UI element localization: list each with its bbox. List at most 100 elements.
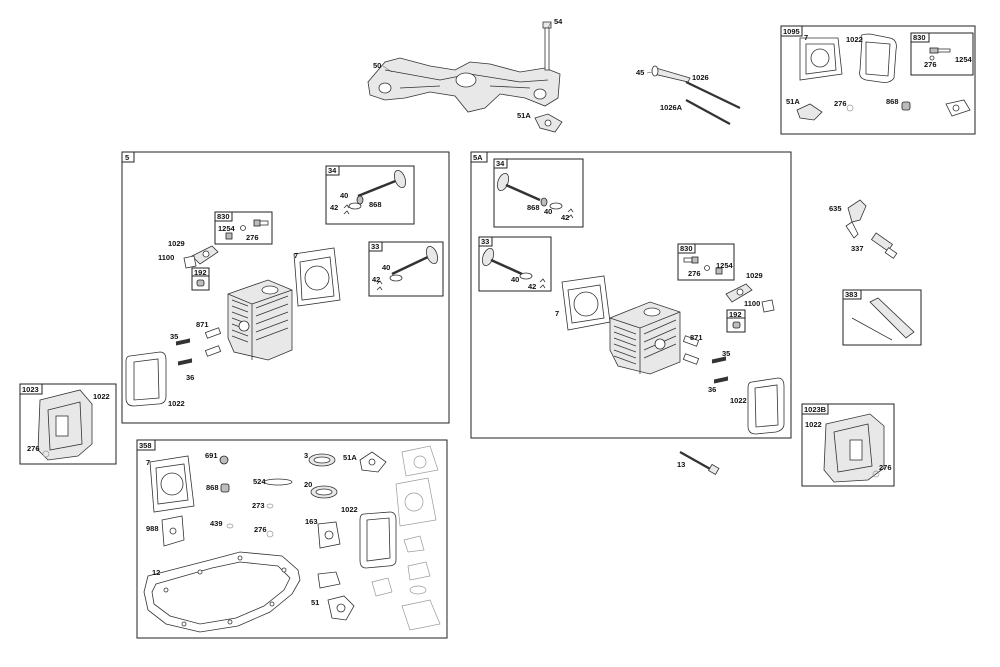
group-tag-192-right: 192 [729,310,742,319]
pushrod-part-1026 [685,81,741,109]
breather-part-1095 [945,99,971,117]
cylinder-head-right [609,301,681,375]
label-273: 273 [252,501,265,510]
label-439: 439 [210,519,223,528]
valve-part-33-right [481,247,523,276]
cover-gasket-part-1022-kit [359,511,397,569]
valve-part-33-left [391,245,439,276]
washer-part-276-kit [266,530,274,538]
seal-part-868-kit [220,483,230,493]
seal-part-868-right [540,197,548,207]
group-box-1095 [780,25,976,135]
washer-part-276-1023 [42,450,50,458]
label-337: 337 [851,244,864,253]
label-45: 45 [636,68,644,77]
valve-part-34-left [357,169,407,198]
keeper-part-42-left-34 [343,204,350,215]
group-tag-192-left: 192 [194,268,207,277]
label-1022-right: 1022 [730,396,747,405]
group-tag-383: 383 [845,290,858,299]
group-tag-5a: 5A [473,153,483,162]
label-524: 524 [253,477,266,486]
label-1254-r830: 1254 [716,261,734,270]
label-35-right: 35 [722,349,730,358]
guide-part-192-left [196,279,205,287]
label-1100-left: 1100 [158,253,174,262]
washer-part-273 [266,503,274,509]
label-3: 3 [304,451,308,460]
spark-plug-part-337 [870,232,898,259]
group-tag-33-left: 33 [371,242,379,251]
spring-part-35-right [711,356,727,364]
bolt-part-54 [542,21,552,71]
retainer-part-40-right-33 [519,272,533,280]
group-tag-1023: 1023 [22,385,39,394]
keeper-part-42-right-34 [567,208,574,219]
label-40-r33: 40 [511,275,519,284]
screw-part-1254-left [225,219,269,240]
wrench-part-383 [851,297,915,341]
label-50: 50 [373,61,381,70]
label-1022-left: 1022 [168,399,185,408]
gasket-part-51 [327,595,355,621]
rocker-arm-part-1029-left [191,245,219,265]
oil-seal-part-20 [310,485,338,499]
group-tag-830-left: 830 [217,212,230,221]
pushrod-part-1026a [685,99,731,125]
spring-part-36-right [713,376,729,384]
label-51a-1095: 51A [786,97,800,106]
screw-part-1254-right [683,256,723,275]
plate-part-51a-top [534,113,563,133]
label-276b-1095: 276 [834,99,847,108]
leader-lines [382,21,653,74]
oring-part-524 [263,478,293,486]
screw-part-1254-1095 [929,47,951,61]
label-7-right: 7 [555,309,559,318]
label-276-1095: 276 [924,60,937,69]
label-1029-left: 1029 [168,239,185,248]
group-tag-830-right: 830 [680,244,693,253]
spring-part-36-left [177,358,193,366]
label-868-1095: 868 [886,97,899,106]
tube-part-871-right-b [682,353,700,365]
seal-part-691 [219,455,229,465]
guide-part-192-right [732,321,741,329]
label-276-1023: 276 [27,444,40,453]
plate-part-988 [161,515,185,547]
cover-gasket-part-1022-left [125,351,167,407]
label-1254-l830: 1254 [218,224,236,233]
oil-seal-part-3 [308,453,336,467]
group-box-5a [470,151,792,439]
label-276-kit: 276 [254,525,267,534]
label-868-l34: 868 [369,200,382,209]
label-40-l33: 40 [382,263,390,272]
group-tag-34-left: 34 [328,166,337,175]
label-13: 13 [677,460,685,469]
group-tag-1095: 1095 [783,27,800,36]
group-box-5 [121,151,450,424]
gasket-part-163 [317,521,341,549]
group-tag-33-right: 33 [481,237,489,246]
label-1100-right: 1100 [744,299,760,308]
valve-part-34-right [496,172,541,202]
plate-part-51a-kit [359,451,387,473]
label-51: 51 [311,598,319,607]
label-35-left: 35 [170,332,178,341]
label-1022-1023: 1022 [93,392,110,401]
label-7-left: 7 [294,251,298,260]
gasket-part-kit-small-a [317,571,341,589]
label-54: 54 [554,17,563,26]
label-868-r34: 868 [527,203,540,212]
retainer-part-40-left-34 [348,202,362,210]
cover-gasket-part-1022-right [747,377,785,435]
label-1022-kit: 1022 [341,505,358,514]
plate-part-51a-1095 [796,103,823,121]
label-1254-1095: 1254 [955,55,973,64]
label-51a: 51A [517,111,531,120]
bracket-part-50 [367,57,561,113]
group-box-358 [136,439,448,639]
washer-part-276-1095 [846,104,854,112]
label-40-l34: 40 [340,191,348,200]
label-1026: 1026 [692,73,709,82]
